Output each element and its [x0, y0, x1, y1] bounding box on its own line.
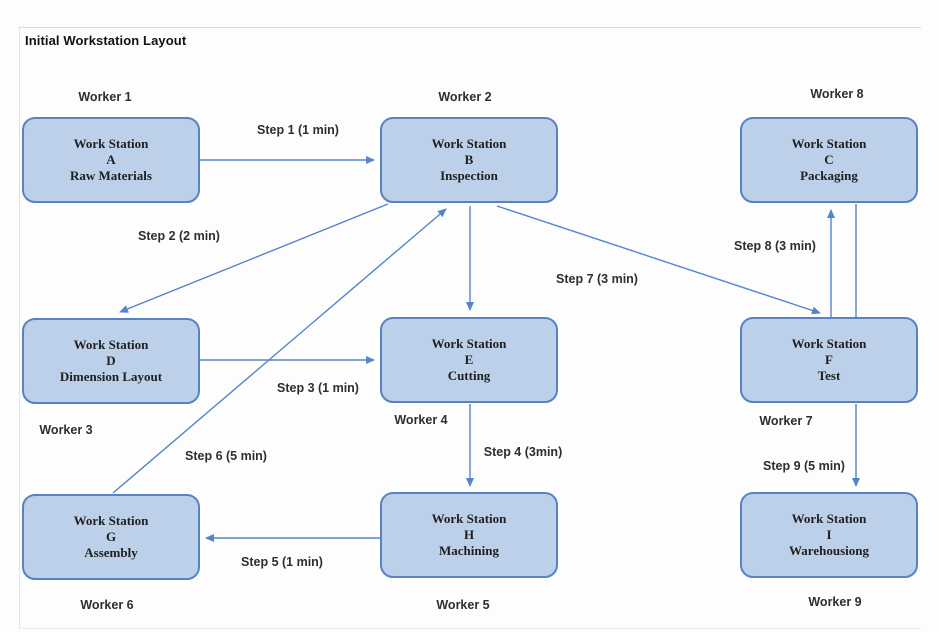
station-h-function: Machining	[439, 543, 499, 558]
connector-g-to-b	[112, 208, 447, 494]
worker-label-i: Worker 9	[808, 595, 862, 609]
station-g-letter: G	[105, 529, 117, 544]
station-d-function: Dimension Layout	[59, 369, 163, 384]
station-b-function: Inspection	[440, 168, 498, 183]
step-label-6: Step 6 (5 min)	[185, 449, 267, 463]
diagram-title: Initial Workstation Layout	[25, 33, 187, 48]
station-a-letter: A	[106, 152, 116, 167]
connector-b-to-f	[496, 205, 821, 315]
station-box-d: Work Station D Dimension Layout	[22, 318, 200, 404]
station-box-h: Work Station H Machining	[380, 492, 558, 578]
station-f-line1: Work Station	[791, 336, 867, 351]
station-i-letter: I	[826, 527, 832, 542]
station-a-line1: Work Station	[73, 136, 149, 151]
step-label-9: Step 9 (5 min)	[763, 459, 845, 473]
station-h-line1: Work Station	[431, 511, 507, 526]
worker-label-b: Worker 2	[438, 90, 492, 104]
step-label-1: Step 1 (1 min)	[257, 123, 339, 137]
worker-label-c: Worker 8	[810, 87, 864, 101]
station-box-f: Work Station F Test	[740, 317, 918, 403]
station-e-line1: Work Station	[431, 336, 507, 351]
step-label-8: Step 8 (3 min)	[734, 239, 816, 253]
station-i-line1: Work Station	[791, 511, 867, 526]
station-a-function: Raw Materials	[70, 168, 152, 183]
station-d-line1: Work Station	[73, 337, 149, 352]
step-label-3: Step 3 (1 min)	[277, 381, 359, 395]
step-label-5: Step 5 (1 min)	[241, 555, 323, 569]
station-g-line1: Work Station	[73, 513, 149, 528]
station-e-function: Cutting	[447, 368, 491, 383]
worker-label-h: Worker 5	[436, 598, 490, 612]
station-c-line1: Work Station	[791, 136, 867, 151]
worker-label-g: Worker 6	[80, 598, 134, 612]
frame-top-rule	[18, 27, 921, 28]
frame-bottom-rule	[19, 628, 921, 629]
station-e-letter: E	[464, 352, 474, 367]
station-box-e: Work Station E Cutting	[380, 317, 558, 403]
station-box-a: Work Station A Raw Materials	[22, 117, 200, 203]
station-d-letter: D	[106, 353, 116, 368]
station-g-function: Assembly	[84, 545, 138, 560]
worker-label-a: Worker 1	[78, 90, 132, 104]
connector-b-to-d	[119, 203, 389, 313]
worker-label-d: Worker 3	[39, 423, 93, 437]
step-label-4: Step 4 (3min)	[483, 445, 563, 459]
station-b-letter: B	[464, 152, 474, 167]
step-label-2: Step 2 (2 min)	[138, 229, 220, 243]
station-box-g: Work Station G Assembly	[22, 494, 200, 580]
station-c-letter: C	[824, 152, 834, 167]
station-f-function: Test	[817, 368, 841, 383]
station-c-function: Packaging	[800, 168, 858, 183]
station-box-c: Work Station C Packaging	[740, 117, 918, 203]
frame-left-rule	[19, 27, 20, 629]
station-box-b: Work Station B Inspection	[380, 117, 558, 203]
step-label-7: Step 7 (3 min)	[556, 272, 638, 286]
worker-label-f: Worker 7	[759, 414, 813, 428]
station-i-function: Warehousiong	[789, 543, 869, 558]
station-h-letter: H	[463, 527, 475, 542]
station-box-i: Work Station I Warehousiong	[740, 492, 918, 578]
station-f-letter: F	[825, 352, 833, 367]
worker-label-e: Worker 4	[394, 413, 448, 427]
station-b-line1: Work Station	[431, 136, 507, 151]
